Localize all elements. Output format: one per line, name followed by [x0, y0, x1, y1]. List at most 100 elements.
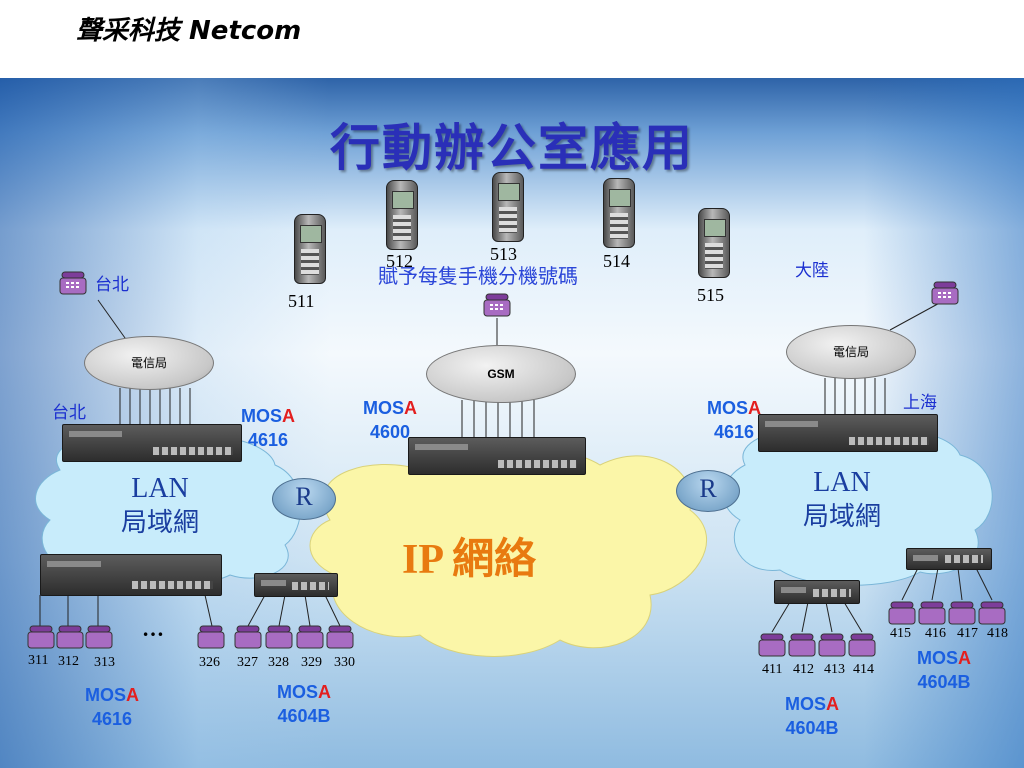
device-label: MOSA 4616 — [72, 683, 152, 731]
device-label: MOSA 4600 — [350, 396, 430, 444]
extension-number: 412 — [793, 662, 814, 677]
mos-a-text: A — [404, 398, 417, 418]
telephone-icon — [918, 601, 946, 625]
lan-label: LAN 局域網 — [110, 472, 210, 540]
telephone-icon — [948, 601, 976, 625]
telephone-icon — [788, 633, 816, 657]
mos-a-text: A — [126, 685, 139, 705]
extension-number: 313 — [94, 655, 115, 670]
telecom-label: 電信局 — [130, 356, 167, 370]
mos-gateway-device — [62, 424, 242, 462]
telephone-icon — [326, 625, 354, 649]
extension-number: 312 — [58, 654, 79, 669]
ellipsis-label: … — [142, 616, 164, 641]
mos-text: MOS — [240, 406, 282, 426]
telephone-icon — [818, 633, 846, 657]
lan-label-line: LAN — [813, 467, 871, 498]
mos-gateway-device — [758, 414, 938, 452]
telephone-icon — [56, 625, 84, 649]
mos-text: MOS — [84, 685, 126, 705]
mos-a-text: A — [826, 694, 839, 714]
mobile-phone-icon — [294, 214, 326, 284]
model-text: 4600 — [369, 422, 411, 442]
lan-label: LAN 局域網 — [792, 466, 892, 534]
mobile-phone-icon — [492, 172, 524, 242]
telephone-icon — [978, 601, 1006, 625]
router-icon: R — [272, 478, 336, 529]
mobile-extension-label: 512 — [386, 251, 413, 271]
region-label-mainland: 大陸 — [795, 261, 829, 281]
header-bar: 聲采科技 Netcom — [0, 0, 1024, 78]
device-label: MOSA 4616 — [228, 404, 308, 452]
telephone-icon — [234, 625, 262, 649]
region-label-shanghai: 上海 — [903, 393, 937, 413]
mos-a-text: A — [748, 398, 761, 418]
telephone-icon — [888, 601, 916, 625]
device-label: MOSA 4604B — [264, 680, 344, 728]
extension-number: 327 — [237, 655, 258, 670]
ip-network-label: IP 網絡 — [402, 537, 537, 583]
model-text: 4604B — [277, 706, 331, 726]
mos-a-text: A — [282, 406, 295, 426]
mos-gateway-small — [906, 548, 992, 570]
slide-title: 行動辦公室應用 — [330, 119, 694, 177]
telecom-office-left: 電信局 — [84, 336, 214, 390]
extension-number: 415 — [890, 626, 911, 641]
mos-gateway-device — [40, 554, 222, 596]
telephone-icon — [758, 633, 786, 657]
region-label-taipei: 台北 — [95, 275, 129, 295]
telephone-icon — [848, 633, 876, 657]
extension-number: 329 — [301, 655, 322, 670]
extension-number: 411 — [762, 662, 783, 677]
mos-gateway-small — [774, 580, 860, 604]
mos-a-text: A — [958, 648, 971, 668]
mobile-extension-label: 515 — [697, 285, 724, 305]
region-label-taipei: 台北 — [52, 403, 86, 423]
model-text: 4616 — [91, 709, 133, 729]
device-label: MOSA 4604B — [904, 646, 984, 694]
extension-number: 413 — [824, 662, 845, 677]
telephone-icon — [85, 625, 113, 649]
device-label: MOSA 4616 — [694, 396, 774, 444]
mos-text: MOS — [784, 694, 826, 714]
gsm-network: GSM — [426, 345, 576, 403]
caption: 賦予每隻手機分機號碼 — [378, 264, 578, 288]
extension-number: 328 — [268, 655, 289, 670]
lan-label-line: 局域網 — [802, 502, 881, 532]
telephone-icon — [197, 625, 225, 649]
extension-number: 416 — [925, 626, 946, 641]
telephone-icon — [27, 625, 55, 649]
model-text: 4604B — [785, 718, 839, 738]
gsm-label: GSM — [487, 367, 515, 381]
lan-label-line: LAN — [131, 473, 189, 504]
mos-gateway-device — [408, 437, 586, 475]
telephone-icon — [265, 625, 293, 649]
extension-number: 311 — [28, 653, 49, 668]
mos-text: MOS — [706, 398, 748, 418]
mos-a-text: A — [318, 682, 331, 702]
telephone-icon — [931, 281, 959, 305]
model-text: 4616 — [247, 430, 289, 450]
model-text: 4604B — [917, 672, 971, 692]
mobile-extension-label: 511 — [288, 291, 315, 311]
background-decoration-left — [0, 78, 330, 768]
router-label: R — [699, 474, 717, 503]
extension-number: 326 — [199, 655, 220, 670]
mobile-extension-label: 513 — [490, 244, 517, 264]
telephone-icon — [59, 271, 87, 295]
telecom-office-right: 電信局 — [786, 325, 916, 379]
mobile-extension-label: 514 — [603, 251, 630, 271]
extension-number: 417 — [957, 626, 978, 641]
device-label: MOSA 4604B — [772, 692, 852, 740]
mobile-phone-icon — [603, 178, 635, 248]
router-label: R — [295, 482, 313, 511]
extension-number: 418 — [987, 626, 1008, 641]
telephone-icon — [296, 625, 324, 649]
telephone-icon — [483, 293, 511, 317]
mos-text: MOS — [916, 648, 958, 668]
mobile-phone-icon — [386, 180, 418, 250]
brand-name: 聲采科技 Netcom — [76, 16, 302, 46]
lan-label-line: 局域網 — [120, 508, 199, 538]
router-icon: R — [676, 470, 740, 521]
